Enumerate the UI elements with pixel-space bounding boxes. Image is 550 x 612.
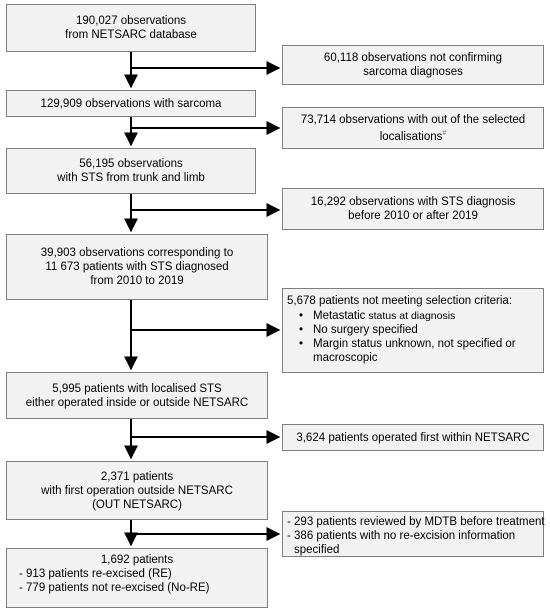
criteria-item: Metastatic status at diagnosis bbox=[299, 309, 539, 323]
box-text: 16,292 observations with STS diagnosis bbox=[310, 196, 516, 208]
box-text: 2,371 patients bbox=[100, 470, 174, 483]
exclusion-box-5: 3,624 patients operated first within NET… bbox=[282, 424, 544, 451]
criteria-item: Margin status unknown, not specified or bbox=[299, 337, 539, 351]
exclusion-box-2: 73,714 observations with out of the sele… bbox=[282, 107, 544, 149]
box-text: specified bbox=[294, 544, 340, 556]
box-text: 60,118 observations not confirming bbox=[323, 52, 503, 64]
box-text: 190,027 observations bbox=[76, 15, 186, 27]
box-text: 129,909 observations with sarcoma bbox=[40, 97, 222, 110]
box-text: 56,195 observations bbox=[79, 158, 183, 170]
box-text: from 2010 to 2019 bbox=[90, 275, 184, 287]
criteria-item: No surgery specified bbox=[299, 323, 539, 337]
box-title: 1,692 patients bbox=[100, 554, 174, 566]
criteria-list: Metastatic status at diagnosis No surger… bbox=[287, 309, 539, 351]
box-text: (OUT NETSARC) bbox=[92, 498, 182, 511]
box-text: 3,624 patients operated first within NET… bbox=[296, 431, 530, 444]
box-text: - 386 patients with no re-excision infor… bbox=[287, 530, 516, 542]
box-text: - 779 patients not re-excised (No-RE) bbox=[19, 582, 210, 594]
box-text: either operated inside or outside NETSAR… bbox=[25, 396, 249, 409]
box-localised-sts: 5,995 patients with localised STS either… bbox=[6, 372, 268, 419]
box-text: - 913 patients re-excised (RE) bbox=[19, 568, 172, 580]
box-text: from NETSARC database bbox=[65, 29, 197, 41]
criteria-continuation: macroscopic bbox=[313, 352, 378, 364]
box-observations-sarcoma: 129,909 observations with sarcoma bbox=[6, 90, 256, 117]
box-text: 73,714 observations with out of the sele… bbox=[300, 113, 526, 126]
box-text: 39,903 observations corresponding to bbox=[40, 247, 234, 259]
exclusion-box-1: 60,118 observations not confirming sarco… bbox=[282, 45, 544, 85]
box-text: 5,995 patients with localised STS bbox=[52, 382, 222, 395]
box-text: localisations bbox=[379, 130, 443, 143]
box-text: before 2010 or after 2019 bbox=[348, 210, 478, 222]
box-text: with first operation outside NETSARC bbox=[41, 484, 233, 497]
box-title: 5,678 patients not meeting selection cri… bbox=[287, 295, 513, 307]
box-final-cohort: 1,692 patients - 913 patients re-excised… bbox=[6, 548, 268, 608]
exclusion-box-6: - 293 patients reviewed by MDTB before t… bbox=[282, 511, 545, 557]
box-out-netsarc: 2,371 patients with first operation outs… bbox=[6, 461, 268, 520]
box-text: sarcoma diagnoses bbox=[363, 66, 463, 78]
box-sts-2010-2019: 39,903 observations corresponding to 11 … bbox=[6, 234, 268, 300]
box-text: - 293 patients reviewed by MDTB before t… bbox=[287, 516, 545, 528]
box-text: with STS from trunk and limb bbox=[57, 172, 205, 184]
box-text: 11 673 patients with STS diagnosed bbox=[45, 261, 229, 273]
box-sts-trunk-limb: 56,195 observations with STS from trunk … bbox=[6, 148, 256, 194]
box-observations-netsarc: 190,027 observations from NETSARC databa… bbox=[6, 4, 256, 52]
footnote-mark: # bbox=[442, 129, 447, 137]
exclusion-box-4: 5,678 patients not meeting selection cri… bbox=[282, 288, 544, 373]
exclusion-box-3: 16,292 observations with STS diagnosis b… bbox=[282, 188, 544, 230]
